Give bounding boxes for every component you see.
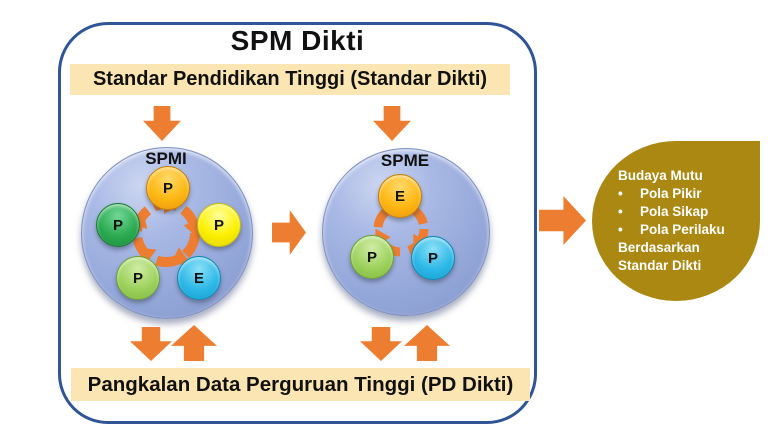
node-letter: P (112, 216, 123, 234)
bullet-text: Pola Perilaku (640, 222, 725, 237)
node-letter: P (162, 179, 173, 197)
diagram-title: SPM Dikti (230, 25, 365, 56)
node-letter: P (427, 249, 438, 267)
spme-label: SPME (380, 151, 430, 170)
budaya-footer-line: Standar Dikti (618, 258, 702, 273)
bullet-icon: • (618, 204, 623, 219)
budaya-footer-line: Berdasarkan (618, 240, 700, 255)
spmi-node-p-top: P (146, 166, 190, 210)
pd-dikti-banner: Pangkalan Data Perguruan Tinggi (PD Dikt… (71, 368, 530, 401)
spmi-label: SPMI (145, 149, 187, 168)
spme-node-p-bottom-left: P (350, 235, 394, 279)
spmi-node-p-right: P (197, 203, 241, 247)
bullet-text: Pola Sikap (640, 204, 709, 219)
spme-node-p-bottom-right: P (411, 236, 455, 280)
node-letter: P (213, 216, 224, 234)
budaya-bullet-item: • Pola Sikap (618, 203, 752, 221)
right-arrow-icon (539, 196, 586, 245)
spmi-node-p-bottom-left: P (116, 256, 160, 300)
budaya-bullet-item: • Pola Perilaku (618, 221, 752, 239)
bullet-icon: • (618, 222, 623, 237)
budaya-mutu-title: Budaya Mutu (618, 168, 703, 183)
spme-node-e-top: E (378, 174, 422, 218)
node-letter: E (394, 187, 405, 205)
node-letter: P (366, 248, 377, 266)
node-letter: P (132, 269, 143, 287)
spmi-node-p-left: P (96, 203, 140, 247)
budaya-mutu-blob: Budaya Mutu • Pola Pikir • Pola Sikap • … (592, 141, 760, 301)
node-letter: E (193, 269, 204, 287)
bullet-icon: • (618, 186, 623, 201)
spmi-node-e-bottom-right: E (177, 256, 221, 300)
standar-dikti-banner: Standar Pendidikan Tinggi (Standar Dikti… (70, 64, 510, 95)
bullet-text: Pola Pikir (640, 186, 702, 201)
budaya-bullet-item: • Pola Pikir (618, 185, 752, 203)
